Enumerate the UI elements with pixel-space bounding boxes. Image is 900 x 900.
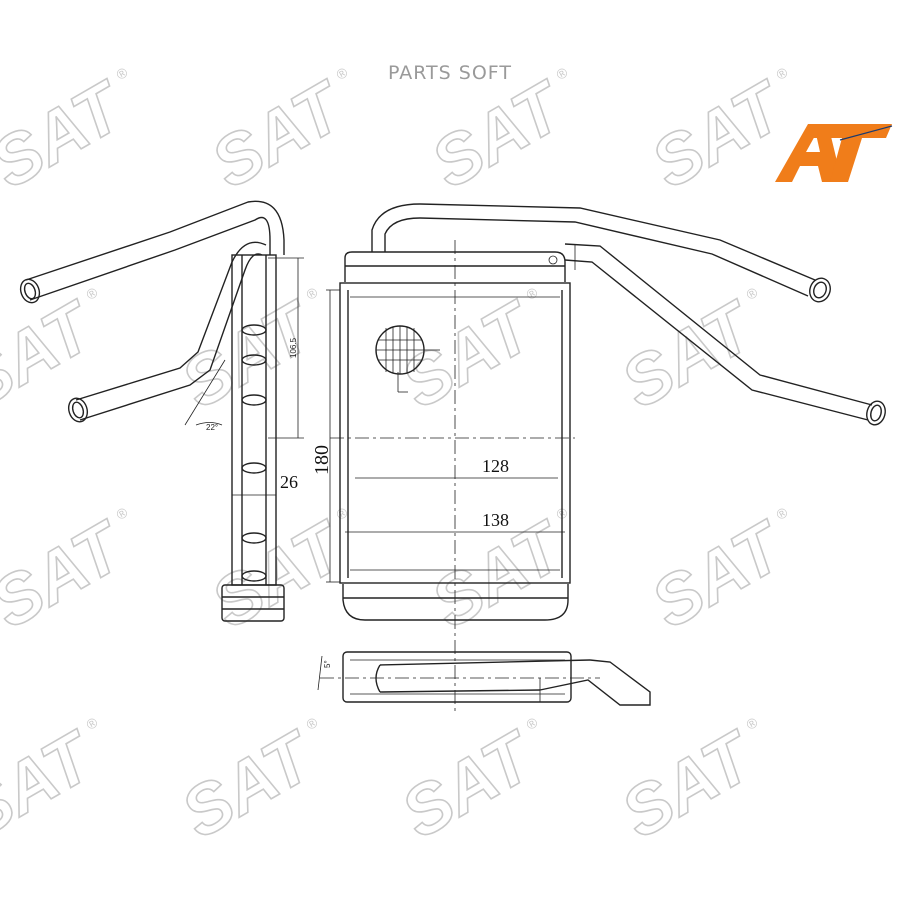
watermark-sat: SAT	[389, 715, 549, 853]
side-slot	[241, 354, 267, 366]
right-lower-pipe-end	[866, 400, 886, 426]
watermark-layer: SAT® SAT® SAT® SAT® SAT® SAT® SAT® SAT® …	[0, 64, 800, 854]
watermark-sat: SAT	[199, 505, 359, 643]
watermark-mark: ®	[113, 64, 131, 83]
lower-pipe	[79, 253, 263, 421]
watermark-mark: ®	[743, 714, 761, 733]
dim-height: 180	[311, 445, 333, 475]
watermark-mark: ®	[113, 504, 131, 523]
top-view-body	[342, 651, 572, 703]
side-view	[19, 200, 304, 622]
watermark-mark: ®	[773, 504, 791, 523]
front-view	[326, 203, 575, 640]
dim-pipe-offset: 106.5	[289, 337, 298, 358]
watermark-mark: ®	[523, 714, 541, 733]
watermark-mark: ®	[303, 714, 321, 733]
watermark-mark: ®	[523, 284, 541, 303]
upper-pipe	[29, 216, 271, 301]
watermark-sat: SAT	[389, 285, 549, 423]
watermark-sat: SAT	[609, 285, 769, 423]
watermark-mark: ®	[83, 284, 101, 303]
watermark-mark: ®	[553, 64, 571, 83]
side-slot	[241, 570, 267, 582]
watermark-mark: ®	[773, 64, 791, 83]
watermark-sat: SAT	[639, 505, 799, 643]
side-slot	[241, 532, 267, 544]
logo-a-counter	[806, 134, 820, 152]
watermark-sat: SAT	[169, 285, 329, 423]
lower-pipe-end	[67, 397, 89, 423]
dim-core-width: 128	[482, 456, 509, 476]
watermark-sat: SAT	[0, 65, 139, 203]
watermark-sat: SAT	[0, 285, 109, 423]
watermark-sat: SAT	[0, 505, 139, 643]
upper-pipe-end	[19, 278, 41, 304]
watermark-sat: SAT	[199, 65, 359, 203]
logo-a-shape	[775, 124, 842, 182]
watermark-mark: ®	[743, 284, 761, 303]
right-lower-pipe	[564, 243, 873, 406]
watermark-sat: SAT	[609, 715, 769, 853]
logo-accent-line	[839, 125, 893, 141]
side-slot	[241, 462, 267, 474]
dim-tilt-angle: 5°	[323, 660, 332, 668]
right-pipes	[419, 203, 886, 426]
side-slot	[241, 394, 267, 406]
at-logo	[775, 124, 893, 182]
watermark-sat: SAT	[0, 715, 109, 853]
watermark-mark: ®	[333, 64, 351, 83]
right-upper-pipe	[419, 203, 816, 281]
watermark-mark: ®	[83, 714, 101, 733]
brand-header: PARTS SOFT	[388, 62, 512, 84]
top-view	[317, 640, 651, 715]
watermark-sat: SAT	[169, 715, 329, 853]
watermark-sat: SAT	[639, 65, 799, 203]
side-foot	[221, 584, 285, 622]
dim-depth: 26	[280, 472, 298, 492]
watermark-sat: SAT	[419, 65, 579, 203]
front-top-tank	[344, 251, 566, 282]
logo-t-shape	[812, 124, 892, 182]
watermark-mark: ®	[303, 284, 321, 303]
dim-total-width: 138	[482, 510, 509, 530]
side-slot	[241, 324, 267, 336]
right-upper-pipe-end	[809, 277, 831, 303]
dim-pipe-angle: 22°	[206, 423, 218, 432]
